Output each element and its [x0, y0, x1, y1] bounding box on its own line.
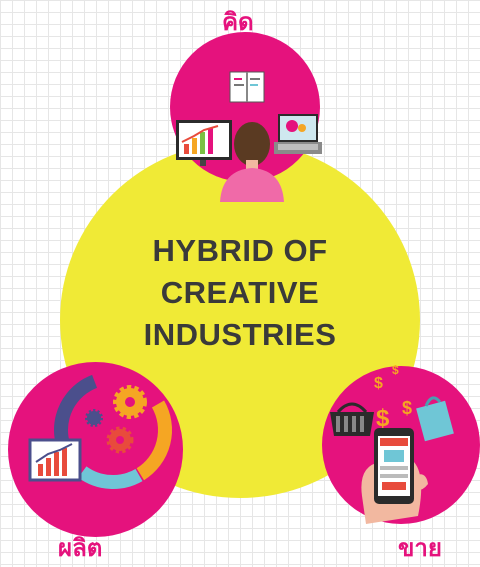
center-title-line-3: INDUSTRIES	[143, 317, 337, 352]
sell-label: ขาย	[398, 534, 442, 562]
svg-text:$: $	[374, 375, 383, 392]
svg-text:$: $	[376, 405, 390, 432]
center-title: HYBRID OF CREATIVE INDUSTRIES	[100, 230, 380, 356]
svg-text:$: $	[392, 363, 399, 377]
center-title-line-2: CREATIVE	[160, 275, 320, 310]
person-with-computers-icon	[176, 71, 322, 202]
center-title-line-1: HYBRID OF	[152, 233, 328, 268]
produce-label: ผลิต	[58, 534, 103, 562]
svg-text:$: $	[402, 398, 412, 418]
phone-shopping-icon: $ $ $ $	[330, 363, 454, 524]
gears-and-chart-icon	[28, 371, 172, 489]
think-label: คิด	[222, 8, 254, 36]
